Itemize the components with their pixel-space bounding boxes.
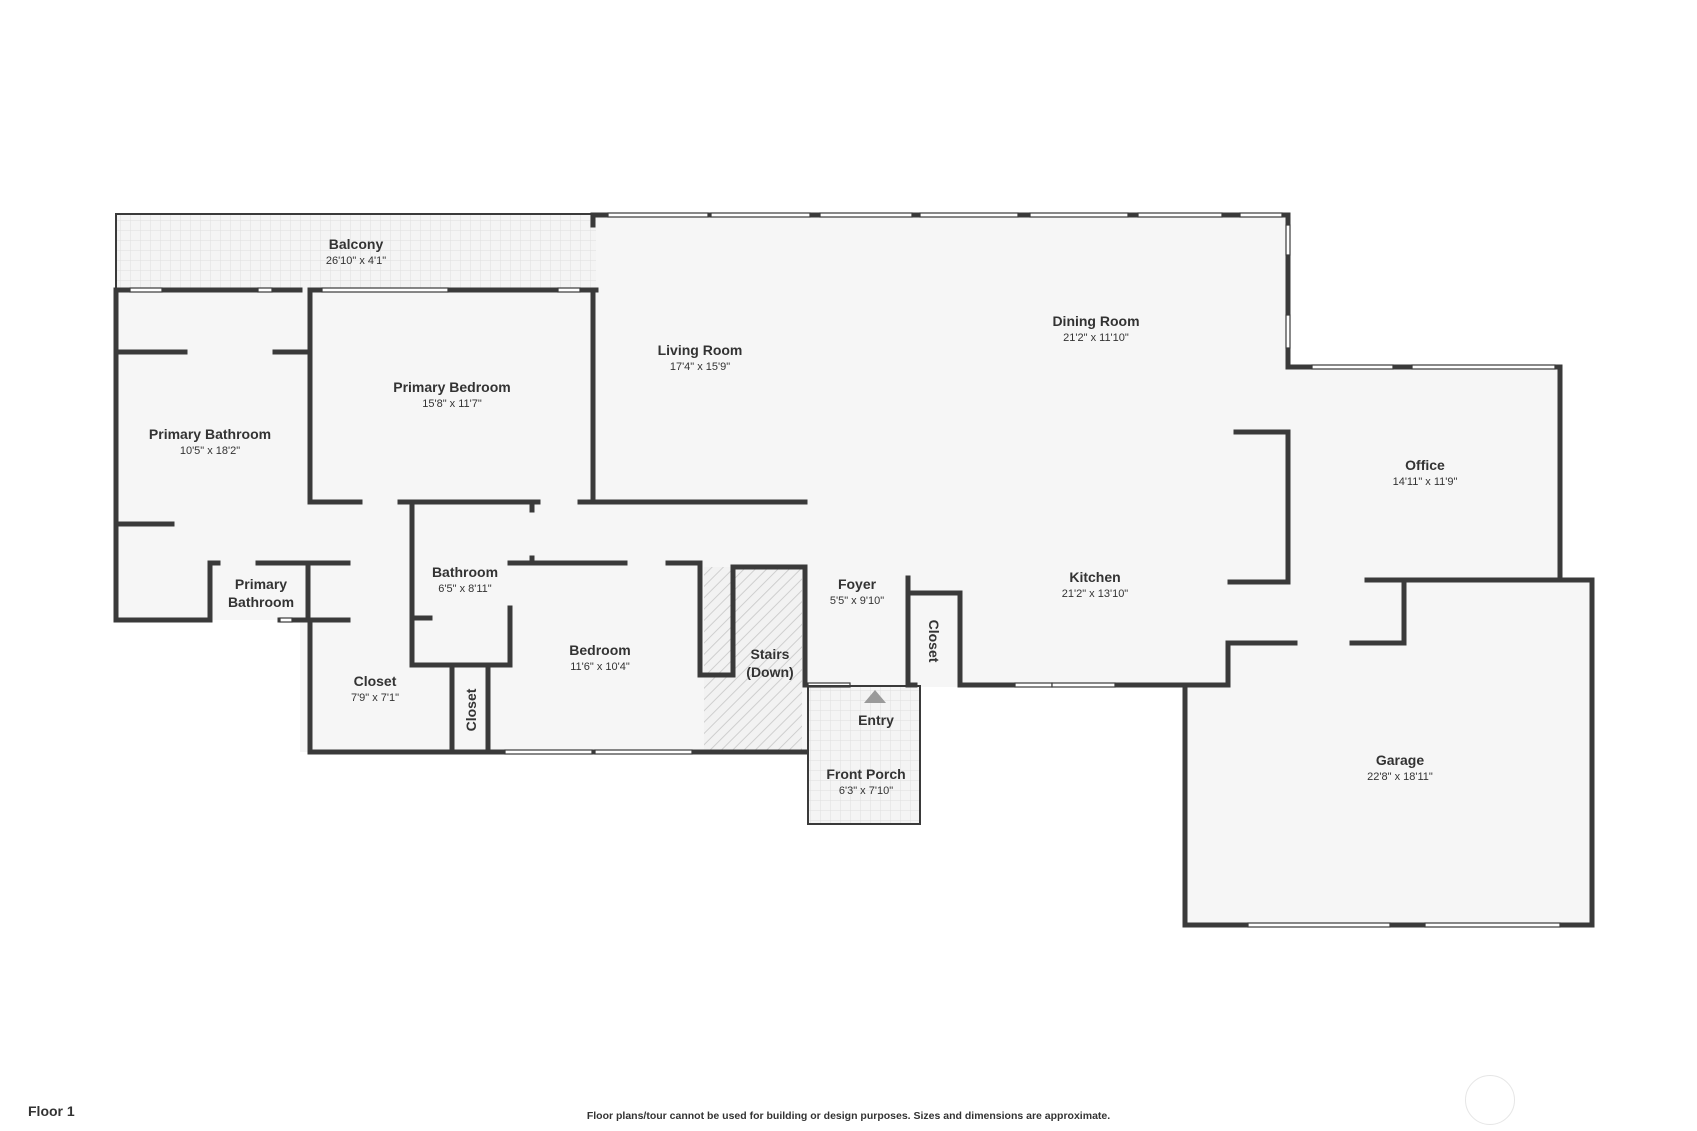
- window: [919, 212, 1019, 218]
- window: [321, 287, 449, 293]
- window: [1285, 224, 1291, 256]
- window: [1311, 364, 1394, 370]
- window: [594, 749, 693, 755]
- window: [257, 287, 273, 293]
- balcony-floor: [116, 215, 596, 290]
- wall-primary-bedroom: [307, 287, 808, 505]
- closet-foyer-name: Closet: [926, 620, 942, 663]
- disclaimer: Floor plans/tour cannot be used for buil…: [586, 1110, 1111, 1122]
- wall-garage: [1182, 577, 1595, 928]
- wall-closet-main: [307, 617, 455, 755]
- porch-floor: [808, 686, 920, 824]
- office-dims: 14'11" x 11'9": [1393, 476, 1458, 488]
- primary-bathroom-small-line1: Primary: [235, 576, 287, 592]
- primary-bedroom-name: Primary Bedroom: [393, 379, 510, 395]
- wall-west: [113, 287, 213, 623]
- window: [1014, 682, 1053, 688]
- window: [1051, 682, 1116, 688]
- bedroom-dims: 11'6" x 10'4": [570, 661, 630, 673]
- walls: [113, 212, 1595, 928]
- foyer-dims: 5'5" x 9'10": [830, 595, 884, 607]
- closet-main-name: Closet: [354, 673, 397, 689]
- wall-north: [590, 212, 1315, 370]
- garage-name: Garage: [1376, 752, 1424, 768]
- closet-small-name: Closet: [463, 688, 479, 731]
- entry-name: Entry: [858, 712, 894, 728]
- window: [1285, 314, 1291, 349]
- bathroom-dims: 6'5" x 8'11": [438, 583, 491, 595]
- primary-bathroom-name: Primary Bathroom: [149, 426, 271, 442]
- foyer-name: Foyer: [838, 576, 877, 592]
- front-porch-name: Front Porch: [826, 766, 905, 782]
- window: [129, 287, 163, 293]
- living-room-name: Living Room: [658, 342, 743, 358]
- wall-small-bath: [207, 560, 351, 623]
- primary-bathroom-small-line2: Bathroom: [228, 594, 294, 610]
- office-name: Office: [1405, 457, 1445, 473]
- wall-kitchen-south: [905, 575, 1188, 688]
- window: [1411, 364, 1556, 370]
- window: [819, 212, 913, 218]
- bathroom-name: Bathroom: [432, 564, 498, 580]
- front-porch-dims: 6'3" x 7'10": [839, 785, 893, 797]
- window: [1424, 922, 1561, 928]
- dining-room-name: Dining Room: [1052, 313, 1139, 329]
- balcony-name: Balcony: [329, 236, 384, 252]
- wall-office: [1390, 364, 1563, 583]
- balcony-outline: [115, 213, 597, 291]
- window: [1247, 922, 1391, 928]
- wall-primary-bath-stubs: [113, 349, 308, 527]
- dining-room-dims: 21'2" x 11'10": [1063, 332, 1129, 344]
- living-room-dims: 17'4" x 15'9": [670, 361, 730, 373]
- balcony-dims: 26'10" x 4'1": [326, 255, 386, 267]
- bedroom-name: Bedroom: [569, 642, 630, 658]
- window: [607, 212, 709, 218]
- floor-fills: [116, 215, 1592, 925]
- closet-main-dims: 7'9" x 7'1": [351, 692, 399, 704]
- kitchen-name: Kitchen: [1069, 569, 1120, 585]
- kitchen-dims: 21'2" x 13'10": [1062, 588, 1129, 600]
- window: [1239, 212, 1283, 218]
- window: [557, 287, 581, 293]
- window: [279, 617, 293, 623]
- stairs-line2: (Down): [746, 664, 793, 680]
- stairs-line1: Stairs: [751, 646, 790, 662]
- wall-bathroom: [409, 499, 703, 678]
- room-labels: Balcony 26'10" x 4'1" Living Room 17'4" …: [149, 236, 1458, 797]
- window: [710, 212, 811, 218]
- primary-bathroom-dims: 10'5" x 18'2": [180, 445, 240, 457]
- window: [1029, 212, 1129, 218]
- window: [1137, 212, 1223, 218]
- porch-outline: [807, 685, 921, 825]
- primary-bedroom-dims: 15'8" x 11'7": [422, 398, 482, 410]
- stairs-floor: [704, 567, 802, 750]
- main-floor: [116, 215, 1592, 925]
- wall-kitchen-island: [1227, 429, 1291, 585]
- entry-arrow-icon: [864, 690, 886, 703]
- compass-icon: [1465, 1075, 1515, 1125]
- window: [504, 749, 593, 755]
- floor-label: Floor 1: [28, 1103, 75, 1119]
- wall-stairs: [697, 564, 811, 688]
- garage-dims: 22'8" x 18'11": [1367, 771, 1433, 783]
